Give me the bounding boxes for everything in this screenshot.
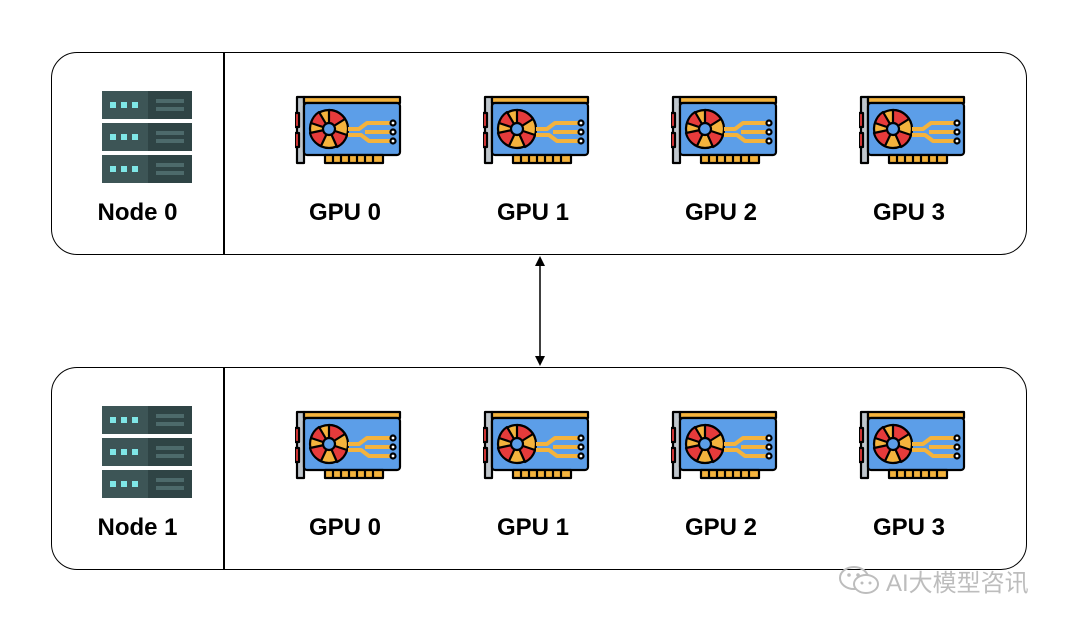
wechat-icon: [839, 566, 879, 594]
gpu-icon: [295, 95, 403, 175]
gpu-card-0: GPU 0: [285, 410, 405, 541]
gpu-icon: [671, 410, 779, 490]
gpu-icon: [483, 410, 591, 490]
gpu-card-3: GPU 3: [849, 95, 969, 226]
gpu-label: GPU 3: [872, 199, 946, 226]
gpu-icon: [859, 410, 967, 490]
node-0-divider: [223, 53, 225, 254]
gpu-card-1: GPU 1: [473, 410, 593, 541]
gpu-icon: [295, 410, 403, 490]
gpu-label: GPU 1: [496, 199, 570, 226]
gpu-label: GPU 2: [684, 514, 758, 541]
gpu-card-3: GPU 3: [849, 410, 969, 541]
watermark-text: AI大模型咨讯: [886, 569, 1029, 597]
node-1-divider: [223, 368, 225, 569]
gpu-icon: [671, 95, 779, 175]
gpu-label: GPU 0: [308, 199, 382, 226]
node-1-label: Node 1: [97, 514, 178, 541]
gpu-card-1: GPU 1: [473, 95, 593, 226]
gpu-card-2: GPU 2: [661, 95, 781, 226]
gpu-card-0: GPU 0: [285, 95, 405, 226]
gpu-label: GPU 2: [684, 199, 758, 226]
gpu-icon: [859, 95, 967, 175]
gpu-icon: [483, 95, 591, 175]
server-icon: [102, 91, 192, 183]
gpu-card-2: GPU 2: [661, 410, 781, 541]
watermark: AI大模型咨讯: [838, 562, 1029, 598]
server-icon: [102, 406, 192, 498]
gpu-label: GPU 3: [872, 514, 946, 541]
bidirectional-arrow-icon: [535, 256, 545, 366]
gpu-label: GPU 1: [496, 514, 570, 541]
node-1-container: Node 1 GPU 0 GPU 1 GPU 2 GPU 3: [51, 367, 1027, 570]
node-0-label: Node 0: [97, 199, 178, 226]
gpu-label: GPU 0: [308, 514, 382, 541]
node-0-container: Node 0 GPU 0 GPU 1 GPU 2 GPU 3: [51, 52, 1027, 255]
